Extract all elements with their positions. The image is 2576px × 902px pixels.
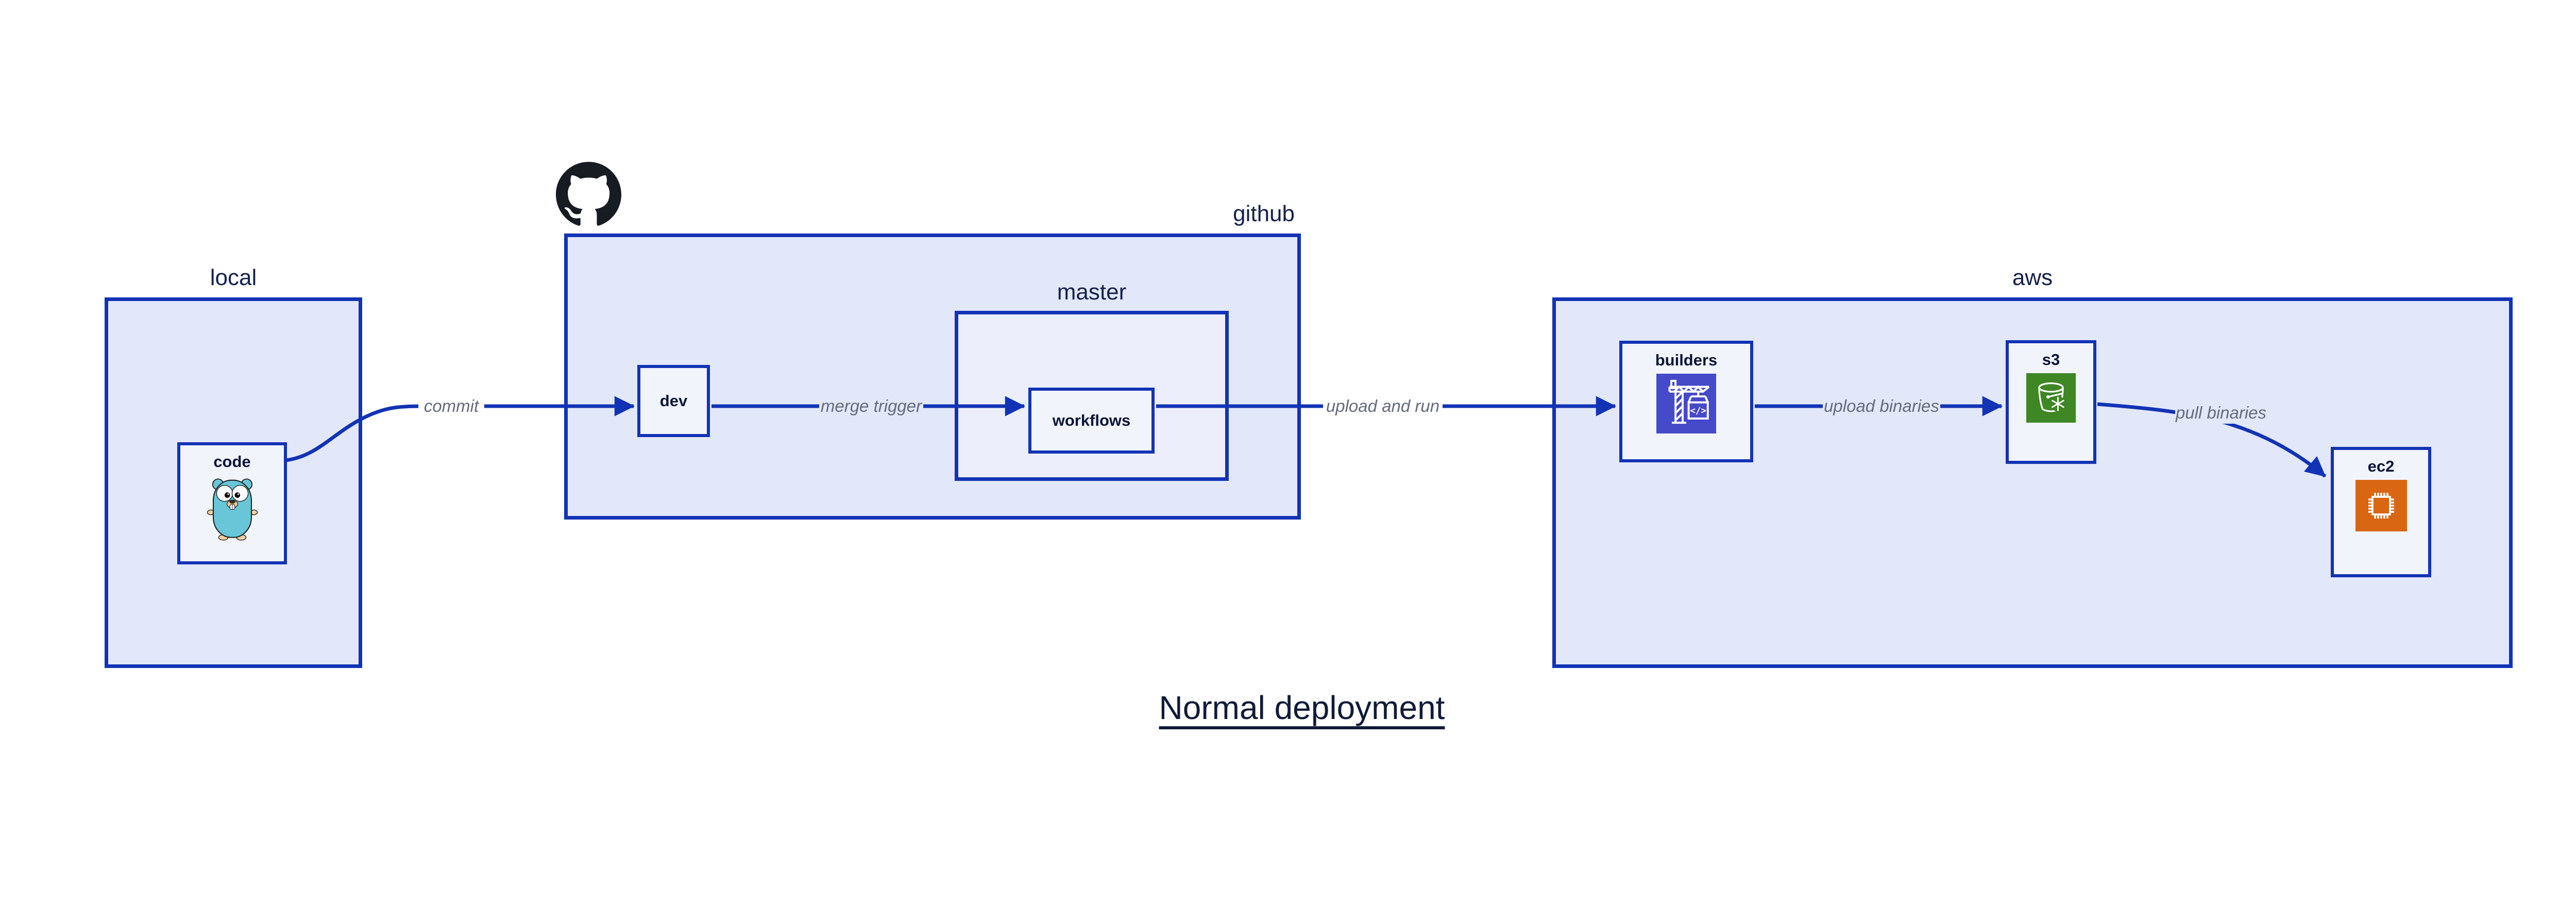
node-s3: s3 [2006, 340, 2096, 464]
node-ec2: ec2 [2331, 447, 2431, 577]
node-workflows: workflows [1028, 388, 1155, 454]
edge-label-pull-binaries: pull binaries [2175, 402, 2267, 424]
aws-codebuild-icon: </> [1656, 374, 1716, 433]
github-octocat-icon [556, 162, 621, 227]
edge-label-upload-binaries: upload binaries [1823, 395, 1940, 417]
edge-label-merge-trigger: merge trigger [819, 395, 923, 417]
diagram-title: Normal deployment [1159, 689, 1445, 726]
container-label-aws: aws [2012, 265, 2053, 290]
edge-label-commit: commit [418, 395, 484, 417]
edge-label-upload-and-run: upload and run [1323, 395, 1443, 417]
container-label-master: master [1057, 279, 1127, 305]
node-dev: dev [637, 365, 710, 437]
node-builders: builders < [1619, 341, 1753, 462]
container-label-local: local [210, 265, 257, 290]
edge-commit-arrow [285, 396, 635, 462]
aws-ec2-chip-icon [2355, 480, 2407, 531]
aws-s3-glacier-bucket-icon [2026, 373, 2076, 423]
codebuild-code-glyph: </> [1690, 406, 1706, 416]
node-label-ec2: ec2 [2367, 457, 2395, 475]
node-label-workflows: workflows [1052, 411, 1131, 429]
node-label-builders: builders [1655, 351, 1718, 369]
go-gopher-icon [206, 475, 259, 541]
node-label-s3: s3 [2042, 350, 2060, 369]
node-label-code: code [213, 453, 251, 471]
container-label-github: github [1233, 201, 1295, 226]
node-label-dev: dev [659, 392, 688, 410]
node-code: code [177, 442, 287, 564]
